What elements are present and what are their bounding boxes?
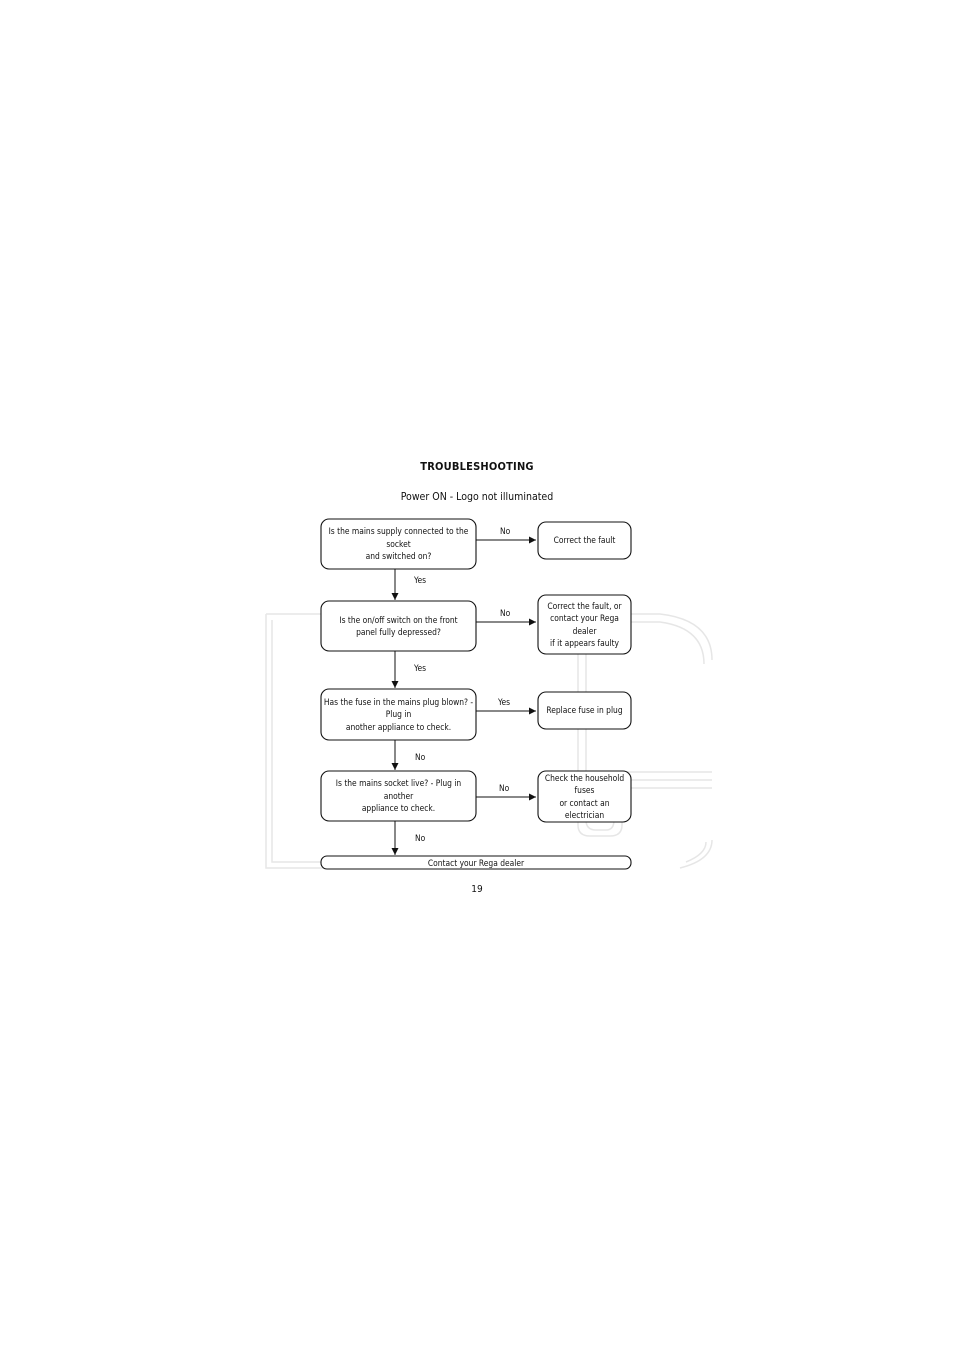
question-box-3 [320, 688, 477, 741]
side-label-4: No [499, 783, 510, 793]
question-text-4: Is the mains socket live? - Plug in anot… [335, 778, 462, 814]
question-text-3: Has the fuse in the mains plug blown? - … [323, 696, 474, 732]
side-label-1: No [500, 526, 511, 536]
action-box-3 [537, 691, 632, 730]
action-box-4 [537, 770, 632, 823]
flowchart-title: Power ON - Logo not illuminated [400, 491, 554, 503]
side-label-2: No [500, 608, 511, 618]
down-label-4: No [415, 833, 426, 843]
down-label-1: Yes [414, 575, 427, 585]
action-text-4: Check the household fuses or contact an … [544, 772, 625, 821]
watermark-logo [265, 613, 713, 869]
action-text-3: Replace fuse in plug [546, 705, 623, 716]
action-box-2 [537, 594, 632, 655]
action-text-1: Correct the fault [553, 535, 616, 546]
final-box [320, 855, 632, 870]
down-label-3: No [415, 752, 426, 762]
question-text-1: Is the mains supply connected to the soc… [328, 526, 469, 562]
action-box-1 [537, 521, 632, 560]
question-box-2 [320, 600, 477, 652]
question-text-2: Is the on/off switch on the front panel … [339, 614, 458, 638]
final-box-text: Contact your Rega dealer [427, 857, 525, 868]
side-label-3: Yes [498, 697, 511, 707]
question-box-4 [320, 770, 477, 822]
down-label-2: Yes [414, 663, 427, 673]
question-box-1 [320, 518, 477, 570]
action-text-2: Correct the fault, or contact your Rega … [547, 600, 622, 649]
page-number: 19 [471, 884, 483, 895]
section-title: TROUBLESHOOTING [420, 460, 534, 473]
